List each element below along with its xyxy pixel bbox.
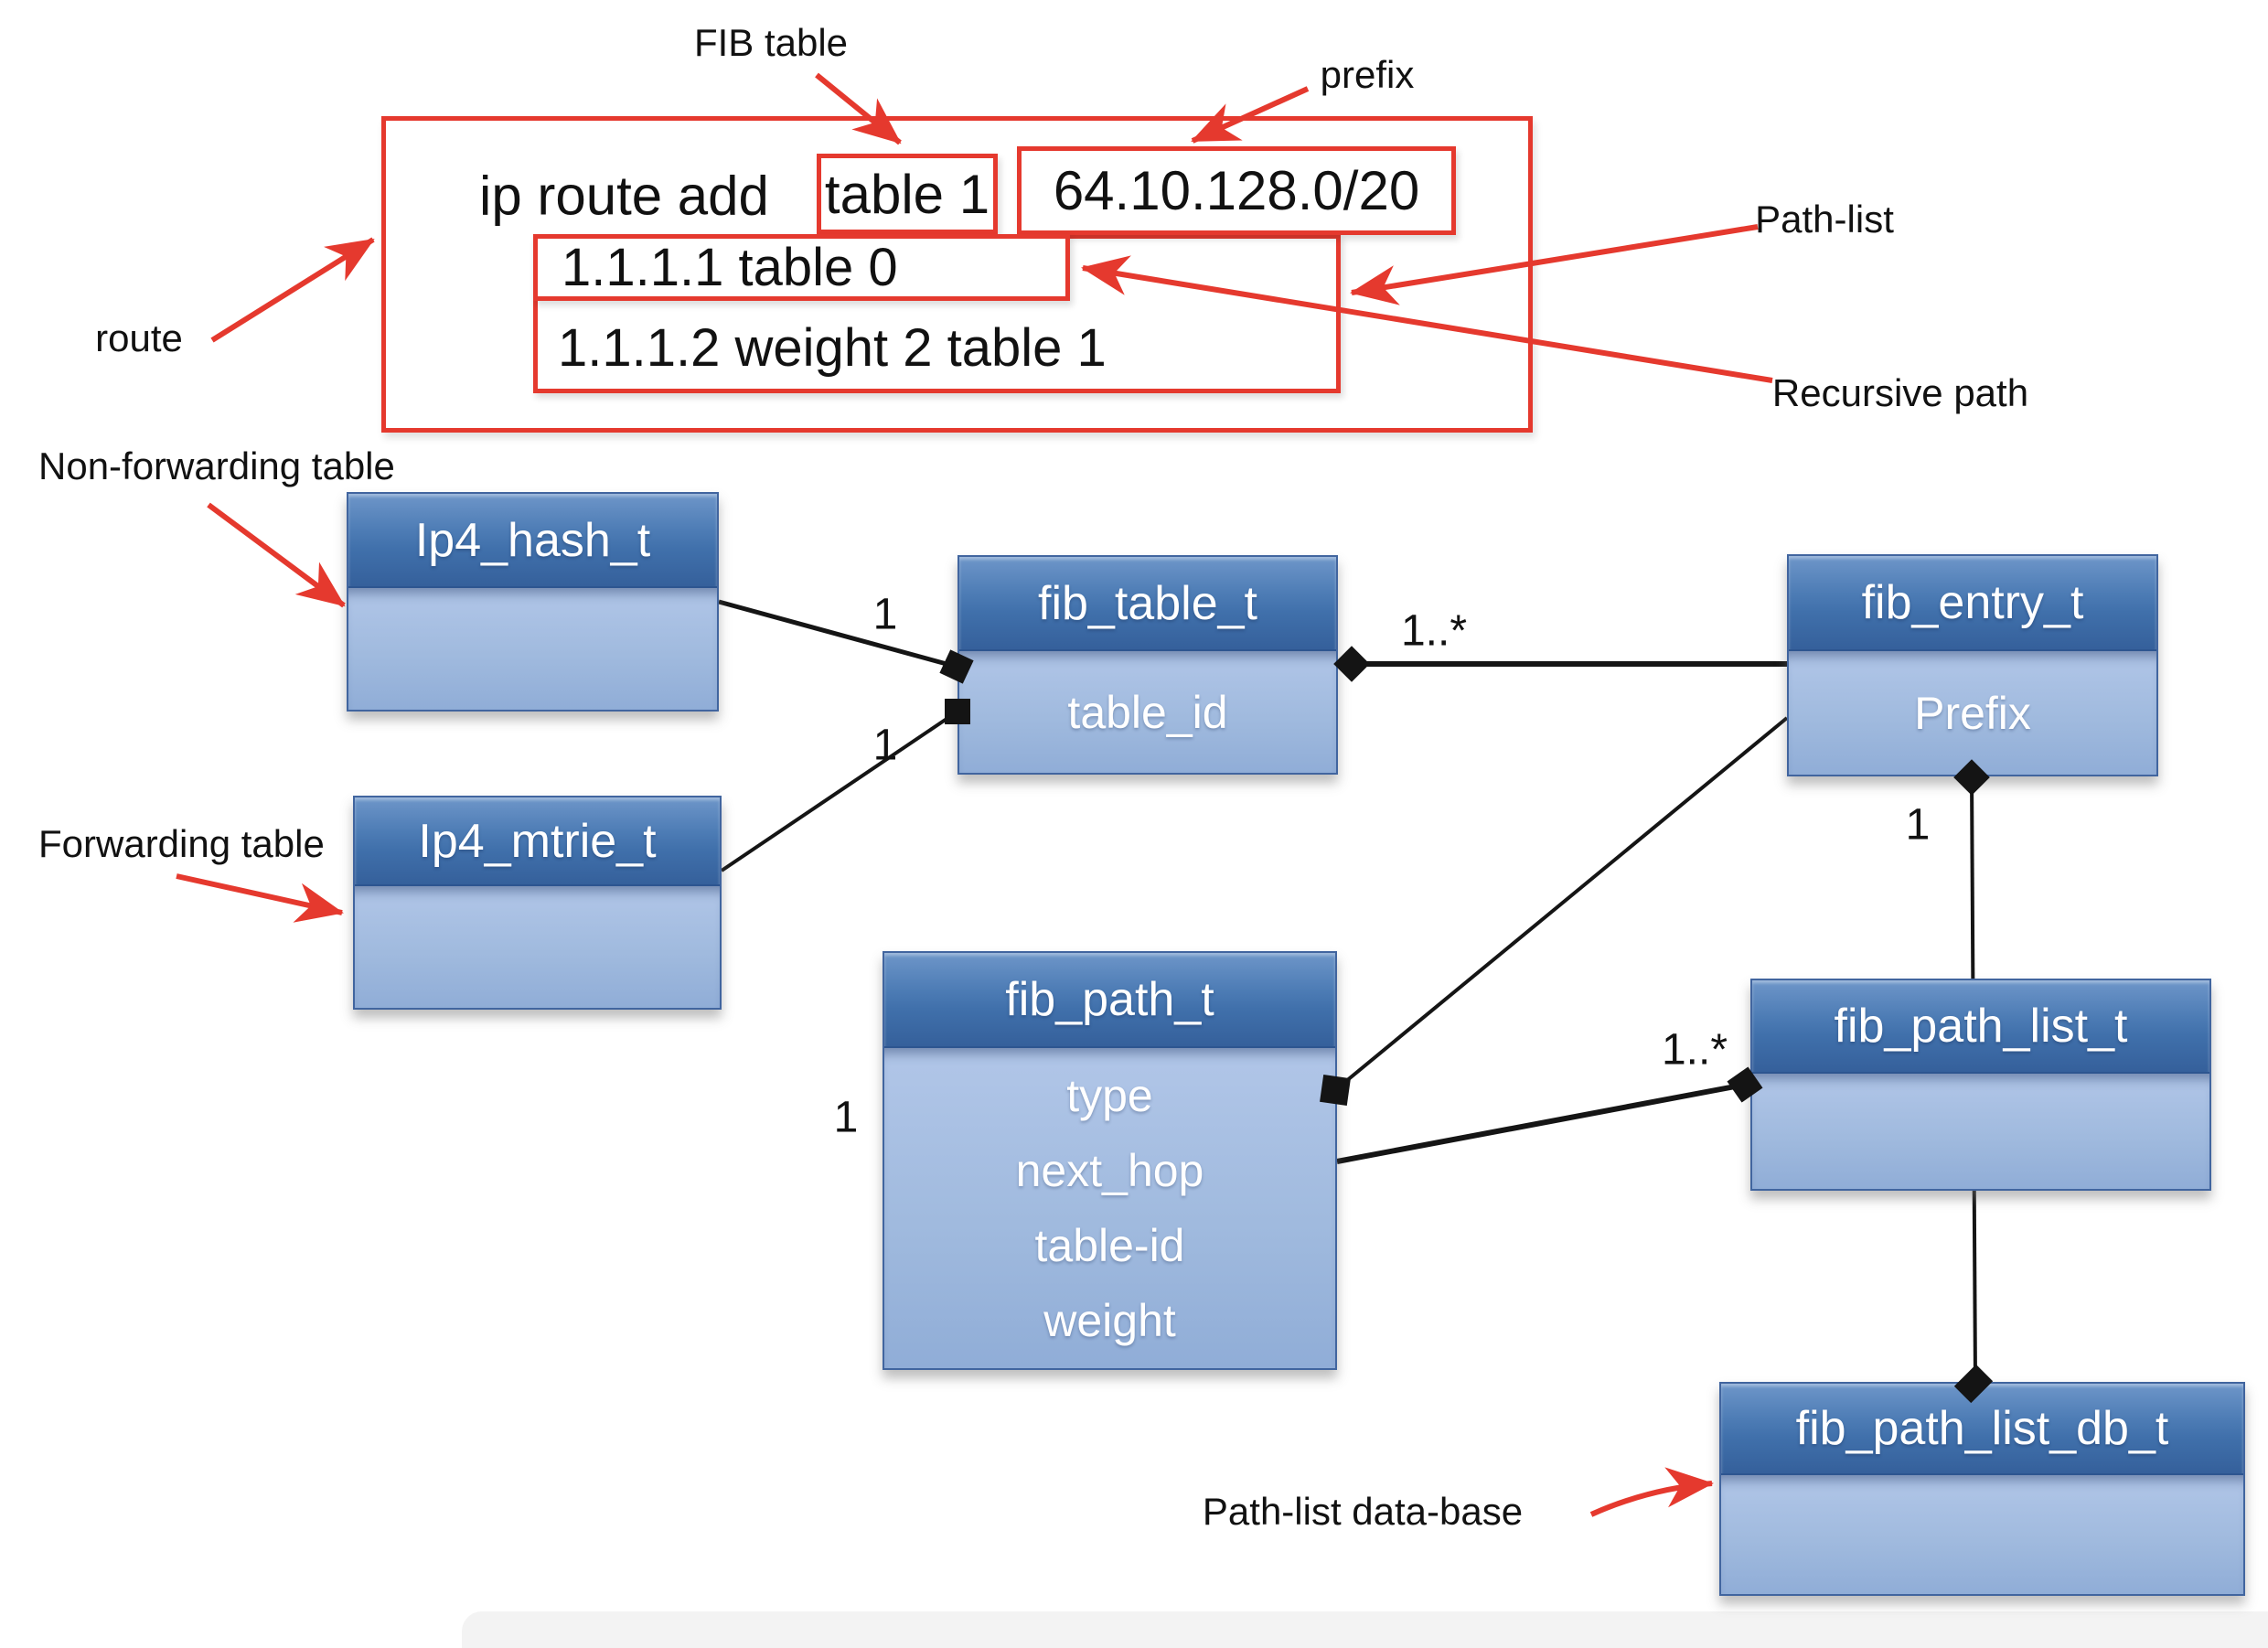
fib-table-value: table 1 — [824, 163, 990, 225]
attribute-prefix: Prefix — [1914, 687, 2031, 739]
label-fib-table: FIB table — [693, 21, 849, 64]
line-hash-to-table — [718, 599, 957, 669]
ip-route-add-text: ip route add — [479, 165, 769, 227]
class-title-fib-entry-t: fib_entry_t — [1789, 556, 2156, 651]
class-body-fib-path-t: type next_hop table-id weight — [884, 1048, 1335, 1368]
multiplicity-table-to-entry: 1..* — [1400, 606, 1468, 656]
prefix-value: 64.10.128.0/20 — [1053, 160, 1420, 221]
label-recursive-path: Recursive path — [1771, 371, 2029, 414]
arrow-forwarding — [176, 873, 344, 923]
class-title-fib-path-t: fib_path_t — [884, 953, 1335, 1048]
attribute-type: type — [1066, 1070, 1153, 1121]
class-body-fib-table-t: table_id — [959, 651, 1336, 773]
multiplicity-path: 1 — [833, 1093, 859, 1142]
label-forwarding-table: Forwarding table — [38, 822, 325, 865]
line-mtrie-to-table — [720, 710, 959, 872]
class-box-fib-path-list-db-t: fib_path_list_db_t — [1719, 1382, 2245, 1596]
class-body-fib-entry-t: Prefix — [1789, 651, 2156, 775]
arrow-path-list-db — [1589, 1467, 1714, 1517]
arrow-route — [210, 237, 375, 343]
label-prefix: prefix — [1320, 53, 1415, 96]
class-box-ip4-hash-t: Ip4_hash_t — [347, 492, 719, 712]
recursive-path-value-box: 1.1.1.1 table 0 — [533, 234, 1070, 301]
class-body-fib-path-list-db-t — [1721, 1475, 2243, 1594]
class-box-fib-path-list-t: fib_path_list_t — [1750, 979, 2211, 1191]
class-box-fib-path-t: fib_path_t type next_hop table-id weight — [883, 951, 1337, 1370]
class-title-fib-table-t: fib_table_t — [959, 557, 1336, 651]
multiplicity-mtrie-to-table: 1 — [872, 721, 898, 770]
fib-table-value-box: table 1 — [817, 154, 998, 234]
label-non-forwarding-table: Non-forwarding table — [38, 444, 395, 487]
class-title-ip4-mtrie-t: Ip4_mtrie_t — [355, 797, 720, 886]
label-path-list: Path-list — [1755, 198, 1894, 241]
arrow-non-forwarding — [207, 502, 346, 608]
class-body-fib-path-list-t — [1752, 1074, 2209, 1189]
prefix-value-box: 64.10.128.0/20 — [1017, 146, 1456, 235]
class-box-fib-table-t: fib_table_t table_id — [957, 555, 1338, 775]
path2-value: 1.1.1.2 weight 2 table 1 — [558, 318, 1107, 379]
aggregation-diamond-table-entry — [1333, 646, 1370, 682]
attribute-weight: weight — [1043, 1295, 1176, 1346]
class-box-fib-entry-t: fib_entry_t Prefix — [1787, 554, 2158, 776]
multiplicity-entry-to-pathlist: 1 — [1905, 800, 1931, 850]
line-path-to-pathlist — [1336, 1082, 1746, 1164]
slide-edge-band — [462, 1611, 2268, 1648]
class-body-ip4-mtrie-t — [355, 886, 720, 1008]
attribute-next-hop: next_hop — [1015, 1145, 1204, 1196]
class-body-ip4-hash-t — [348, 588, 717, 710]
multiplicity-path-to-pathlist: 1..* — [1661, 1025, 1728, 1075]
multiplicity-hash-to-table: 1 — [872, 590, 898, 639]
class-title-fib-path-list-t: fib_path_list_t — [1752, 980, 2209, 1074]
class-title-ip4-hash-t: Ip4_hash_t — [348, 494, 717, 588]
attribute-table-id: table_id — [1067, 686, 1228, 738]
label-route: route — [95, 316, 183, 359]
label-path-list-data-base: Path-list data-base — [1202, 1490, 1524, 1533]
path1-value: 1.1.1.1 table 0 — [562, 238, 898, 297]
class-title-fib-path-list-db-t: fib_path_list_db_t — [1721, 1384, 2243, 1475]
attribute-table-id: table-id — [1034, 1220, 1185, 1271]
class-box-ip4-mtrie-t: Ip4_mtrie_t — [353, 796, 722, 1010]
